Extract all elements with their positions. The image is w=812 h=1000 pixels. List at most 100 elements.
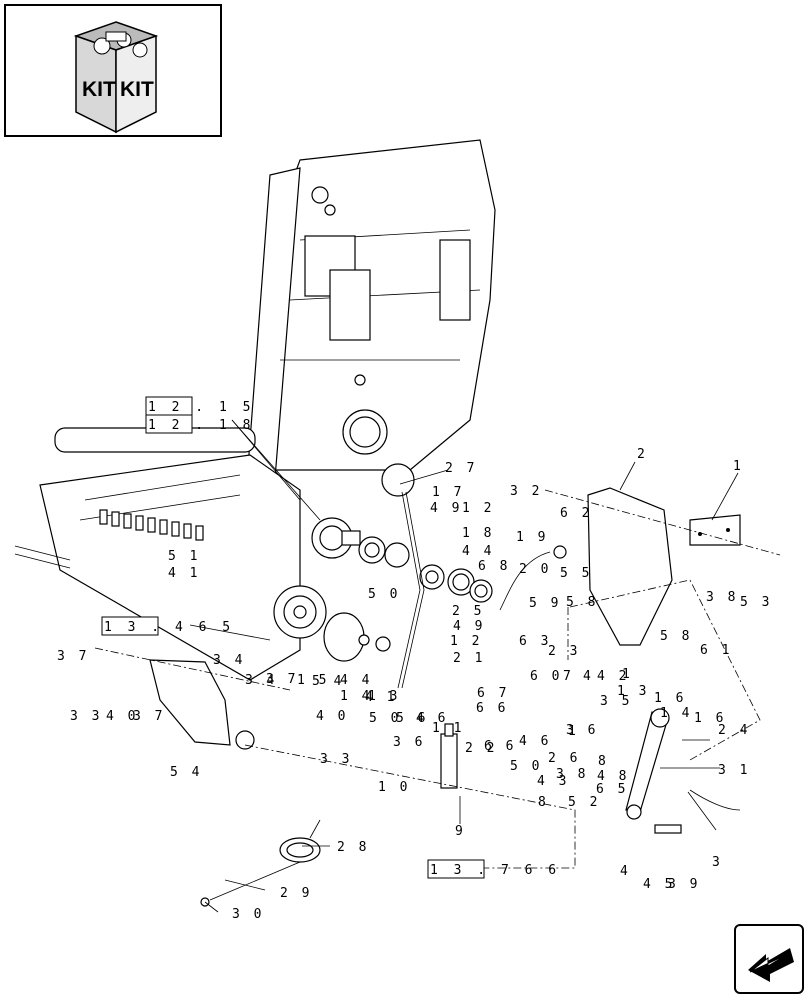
callout: 2 8	[337, 840, 369, 855]
kit-panel[interactable]: KIT KIT	[4, 4, 222, 137]
callout: 1	[622, 667, 633, 682]
callout: 2 7	[445, 461, 477, 476]
reference-label: 1 3 . 7 6 6	[430, 863, 560, 878]
callout: 1 4	[340, 689, 372, 704]
callout: 5 9	[529, 596, 561, 611]
callout: 5 0	[369, 711, 401, 726]
reference-box-12-15[interactable]: 1 2 . 1 5	[145, 396, 254, 416]
callout: 6 6	[476, 701, 508, 716]
reference-label: 1 3 . 4 6 5	[104, 620, 234, 635]
callout: 3 7	[266, 672, 298, 687]
callout: 4 1	[168, 566, 200, 581]
callout: 3 3	[320, 752, 352, 767]
callout: 5 2	[568, 795, 600, 810]
sprocket-lower	[273, 585, 327, 639]
kit-box-icon: KIT KIT	[73, 21, 159, 134]
callout: 6 3	[519, 634, 551, 649]
callout: 1 7	[432, 485, 464, 500]
callout: 4 2	[597, 669, 629, 684]
callout: 3 1	[718, 763, 750, 778]
callout: 8	[598, 754, 609, 769]
callout: 5 4	[312, 674, 344, 689]
callout: 6 6	[484, 739, 516, 754]
callout: 4	[583, 669, 594, 684]
callout: 9	[455, 824, 466, 839]
callout: 2	[637, 447, 648, 462]
flange-plate	[323, 612, 365, 662]
callout: 3	[712, 855, 723, 870]
reference-box-13-465[interactable]: 1 3 . 4 6 5	[101, 616, 234, 636]
callout: 4 5	[643, 877, 675, 892]
callout: 3 7	[133, 709, 165, 724]
callout: 3 2	[510, 484, 542, 499]
callout: 4 1	[365, 690, 397, 705]
bracket-54	[149, 659, 255, 750]
callout: 4 0	[316, 709, 348, 724]
reference-box-13-766[interactable]: 1 3 . 7 6 6	[427, 859, 560, 879]
callout: 4 0	[106, 709, 138, 724]
callout: 6 8	[478, 559, 510, 574]
callout: 5 0	[368, 587, 400, 602]
callout: 4 4	[340, 673, 372, 688]
callout: 5 1	[168, 549, 200, 564]
callout: 1 8	[462, 526, 494, 541]
callout: 4 9	[453, 619, 485, 634]
callout: 6 1	[700, 643, 732, 658]
callout: 1 6	[694, 711, 726, 726]
callout: 6 7	[477, 686, 509, 701]
callout: 2 9	[280, 886, 312, 901]
callout: 1 9	[516, 530, 548, 545]
kit-text-right: KIT	[120, 78, 154, 101]
callout: 4 6	[416, 711, 448, 726]
coiled-cable	[200, 819, 321, 907]
callout: 6 0	[530, 669, 562, 684]
callout: 3 4	[213, 653, 245, 668]
bearing-flange	[384, 542, 410, 568]
callout: 1 0	[378, 780, 410, 795]
callout: 3 6	[393, 735, 425, 750]
callout: 5 3	[740, 595, 772, 610]
roller-assembly	[14, 427, 301, 681]
callout: 5 8	[660, 629, 692, 644]
callout: 1 2	[450, 634, 482, 649]
callout: 1 1	[432, 721, 464, 736]
callout: 1 3	[617, 684, 649, 699]
callout: 1 6	[654, 691, 686, 706]
callout: 2 4	[718, 723, 750, 738]
callout: 2 6	[548, 751, 580, 766]
callout: 3 9	[668, 877, 700, 892]
reference-label: 1 2 . 1 5	[148, 400, 254, 415]
callout: 3 8	[706, 590, 738, 605]
callout: 3 0	[232, 907, 264, 922]
reference-label: 1 2 . 1 8	[148, 418, 254, 433]
callout: 6 2	[560, 506, 592, 521]
callout: 2 5	[452, 604, 484, 619]
callout: 8	[538, 795, 549, 810]
sprocket-upper	[311, 517, 361, 559]
callout: 5 4	[170, 765, 202, 780]
callout: 2 2	[465, 741, 497, 756]
callout: 4 3	[537, 774, 569, 789]
callout: 3 8	[556, 767, 588, 782]
kit-text-left: KIT	[82, 78, 116, 101]
callout: 1 5	[297, 673, 329, 688]
reference-box-12-18[interactable]: 1 2 . 1 8	[145, 414, 254, 434]
callout: 1 2	[462, 501, 494, 516]
callout: 3 6	[566, 723, 598, 738]
callout: 1 3	[368, 689, 400, 704]
callout: 3 5	[600, 694, 632, 709]
callout: 1	[568, 724, 579, 739]
callout: 1	[733, 459, 744, 474]
callout: 7	[563, 669, 574, 684]
callout: 5 6	[396, 711, 428, 726]
callout: 2 0	[519, 562, 551, 577]
callout: 4 4	[462, 544, 494, 559]
callout: 5 8	[566, 595, 598, 610]
callout: 1 4	[660, 706, 692, 721]
back-navigation-button[interactable]	[734, 924, 804, 994]
callout: 3 3	[70, 709, 102, 724]
callout: 3 7	[57, 649, 89, 664]
back-arrow-icon	[748, 948, 794, 982]
lever-arm	[625, 708, 741, 834]
